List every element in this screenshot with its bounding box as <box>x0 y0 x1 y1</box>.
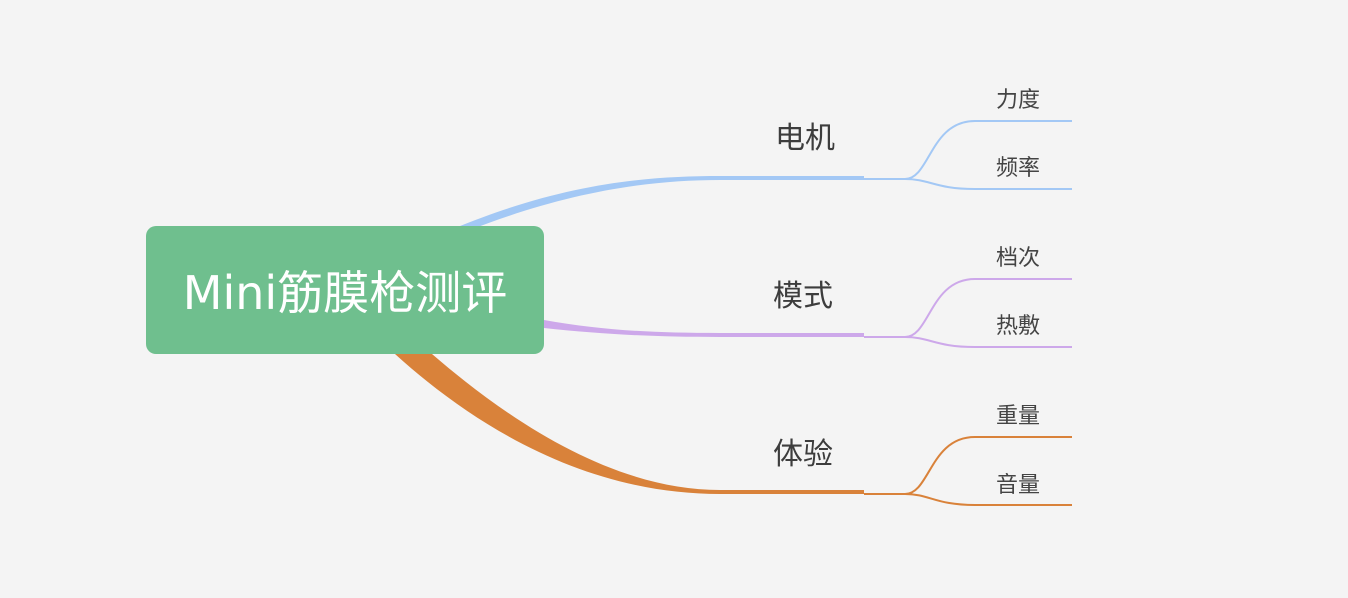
topic-experience[interactable]: 体验 <box>773 437 833 472</box>
topic-motor[interactable]: 电机 <box>775 121 835 156</box>
root-topic[interactable]: Mini筋膜枪测评 <box>146 226 544 354</box>
subtopic-weight[interactable]: 重量 <box>995 404 1040 429</box>
branch-connector-mode <box>544 320 864 337</box>
sub-connector-frequency <box>904 178 1072 190</box>
branch-connector-experience <box>395 354 864 494</box>
branch-connector-motor <box>455 176 864 230</box>
subtopic-heat[interactable]: 热敷 <box>995 314 1040 339</box>
subtopic-level[interactable]: 档次 <box>995 246 1040 271</box>
subtopic-frequency[interactable]: 频率 <box>995 156 1040 181</box>
subtopic-volume[interactable]: 音量 <box>995 473 1040 498</box>
sub-connector-volume <box>904 493 1072 506</box>
root-topic-label: Mini筋膜枪测评 <box>182 266 508 320</box>
topic-mode[interactable]: 模式 <box>773 279 833 314</box>
subtopic-force[interactable]: 力度 <box>995 88 1040 113</box>
sub-connector-heat <box>904 336 1072 348</box>
